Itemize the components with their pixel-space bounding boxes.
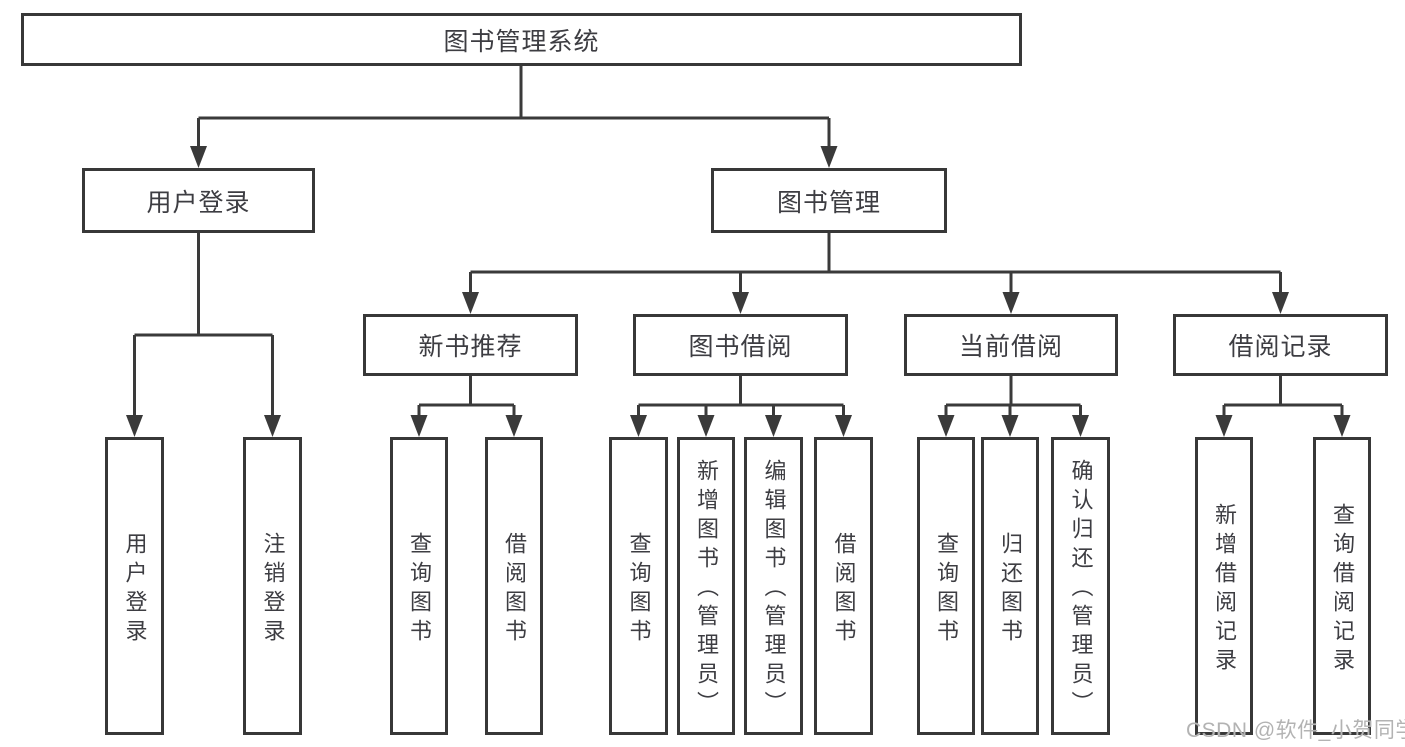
leaf-return-book: 归还图书 — [981, 437, 1039, 735]
leaf-label: 编辑图书（管理员） — [761, 459, 787, 720]
arrowhead — [126, 415, 143, 437]
arrowhead — [1215, 415, 1233, 437]
node-label: 新书推荐 — [418, 333, 523, 361]
arrowhead — [697, 415, 715, 437]
node-library-management-system: 图书管理系统 — [21, 13, 1022, 66]
node-borrow-record: 借阅记录 — [1173, 314, 1388, 376]
leaf-query-books-recommend: 查询图书 — [390, 437, 448, 735]
leaf-confirm-return-admin: 确认归还（管理员） — [1051, 437, 1110, 735]
connector-user-login — [133, 233, 274, 419]
arrowhead — [820, 146, 838, 168]
arrowhead — [264, 415, 281, 437]
leaf-borrow-books-recommend: 借阅图书 — [485, 437, 543, 735]
node-user-login: 用户登录 — [82, 168, 315, 233]
leaf-edit-book-admin: 编辑图书（管理员） — [744, 437, 803, 735]
node-book-management: 图书管理 — [711, 168, 947, 233]
arrowhead — [732, 292, 749, 314]
leaf-label: 借阅图书 — [502, 531, 527, 648]
leaf-label: 查询图书 — [934, 531, 959, 648]
leaf-label: 注销登录 — [260, 531, 286, 648]
leaf-label: 用户登录 — [122, 531, 148, 648]
connector-root — [197, 66, 831, 150]
arrowhead — [630, 415, 647, 437]
leaf-query-borrow-record: 查询借阅记录 — [1313, 437, 1371, 735]
node-label: 图书管理 — [776, 188, 881, 217]
node-label: 图书管理系统 — [443, 27, 600, 56]
watermark: CSDN @软件_小贺同学 — [1186, 719, 1405, 742]
node-label: 当前借阅 — [958, 333, 1063, 361]
connector-new-book-recommend — [417, 376, 516, 419]
node-label: 借阅记录 — [1228, 333, 1333, 361]
arrowhead — [505, 415, 523, 437]
leaf-add-book-admin: 新增图书（管理员） — [677, 437, 735, 735]
arrowhead — [1333, 415, 1351, 437]
node-new-book-recommend: 新书推荐 — [363, 314, 578, 376]
leaf-label: 借阅图书 — [831, 531, 857, 648]
connector-book-management — [469, 233, 1282, 296]
leaf-logout: 注销登录 — [243, 437, 302, 735]
node-current-borrow: 当前借阅 — [904, 314, 1118, 376]
connector-book-borrow — [637, 376, 845, 419]
leaf-label: 新增借阅记录 — [1212, 502, 1237, 677]
leaf-label: 新增图书（管理员） — [694, 459, 719, 720]
leaf-user-login: 用户登录 — [105, 437, 164, 735]
arrowhead — [835, 415, 852, 437]
leaf-query-current-borrow: 查询图书 — [917, 437, 975, 735]
arrowhead — [1272, 292, 1289, 314]
arrowhead — [1002, 292, 1020, 314]
arrowheads — [126, 146, 1351, 437]
connector-current-borrow — [944, 376, 1082, 419]
node-label: 用户登录 — [146, 188, 251, 217]
leaf-label: 查询图书 — [407, 531, 432, 648]
connector-borrow-record — [1222, 376, 1344, 419]
leaf-query-books-borrow: 查询图书 — [609, 437, 668, 735]
leaf-label: 确认归还（管理员） — [1068, 459, 1094, 720]
arrowhead — [1072, 415, 1089, 437]
arrowhead — [462, 292, 479, 314]
arrowhead — [765, 415, 782, 437]
leaf-label: 查询图书 — [626, 531, 652, 648]
node-label: 图书借阅 — [688, 333, 793, 361]
leaf-borrow-book: 借阅图书 — [814, 437, 873, 735]
arrowhead — [937, 415, 955, 437]
arrowhead — [410, 415, 428, 437]
arrowhead — [190, 146, 207, 168]
arrowhead — [1001, 415, 1019, 437]
leaf-add-borrow-record: 新增借阅记录 — [1195, 437, 1253, 735]
node-book-borrow: 图书借阅 — [633, 314, 848, 376]
leaf-label: 归还图书 — [998, 531, 1023, 648]
leaf-label: 查询借阅记录 — [1330, 502, 1355, 677]
